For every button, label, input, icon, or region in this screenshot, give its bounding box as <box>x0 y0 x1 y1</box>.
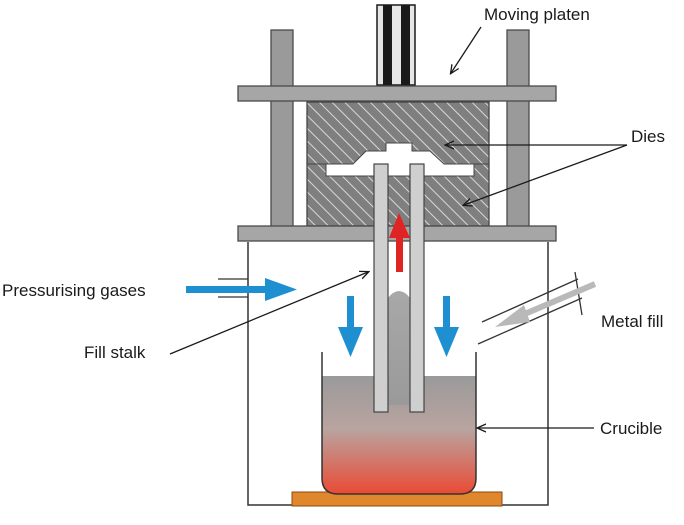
label-metal-fill: Metal fill <box>601 312 663 331</box>
fill-stalk-leader <box>169 272 368 355</box>
gas-pressure-down-arrows <box>338 296 459 357</box>
label-pressurising-gases: Pressurising gases <box>2 281 146 300</box>
metal-fill-arrow <box>495 281 597 327</box>
dies <box>306 101 490 227</box>
leader-lines <box>169 26 628 428</box>
crucible <box>321 352 477 495</box>
moving-platen <box>237 85 557 102</box>
fill-stalk <box>373 163 425 413</box>
label-dies: Dies <box>631 127 665 146</box>
platen-rod <box>376 4 416 86</box>
label-crucible: Crucible <box>600 419 662 438</box>
label-moving-platen: Moving platen <box>484 5 590 24</box>
die-cavity <box>325 142 475 177</box>
gas-inlet-pipe <box>218 278 248 298</box>
moving-platen-leader <box>451 26 482 73</box>
dies-leader-lower <box>464 144 628 205</box>
metal-rise-arrow <box>389 213 410 272</box>
labels: Moving platen Dies Pressurising gases Me… <box>2 5 665 438</box>
label-fill-stalk: Fill stalk <box>84 343 146 362</box>
gas-inlet-arrow <box>186 278 297 301</box>
